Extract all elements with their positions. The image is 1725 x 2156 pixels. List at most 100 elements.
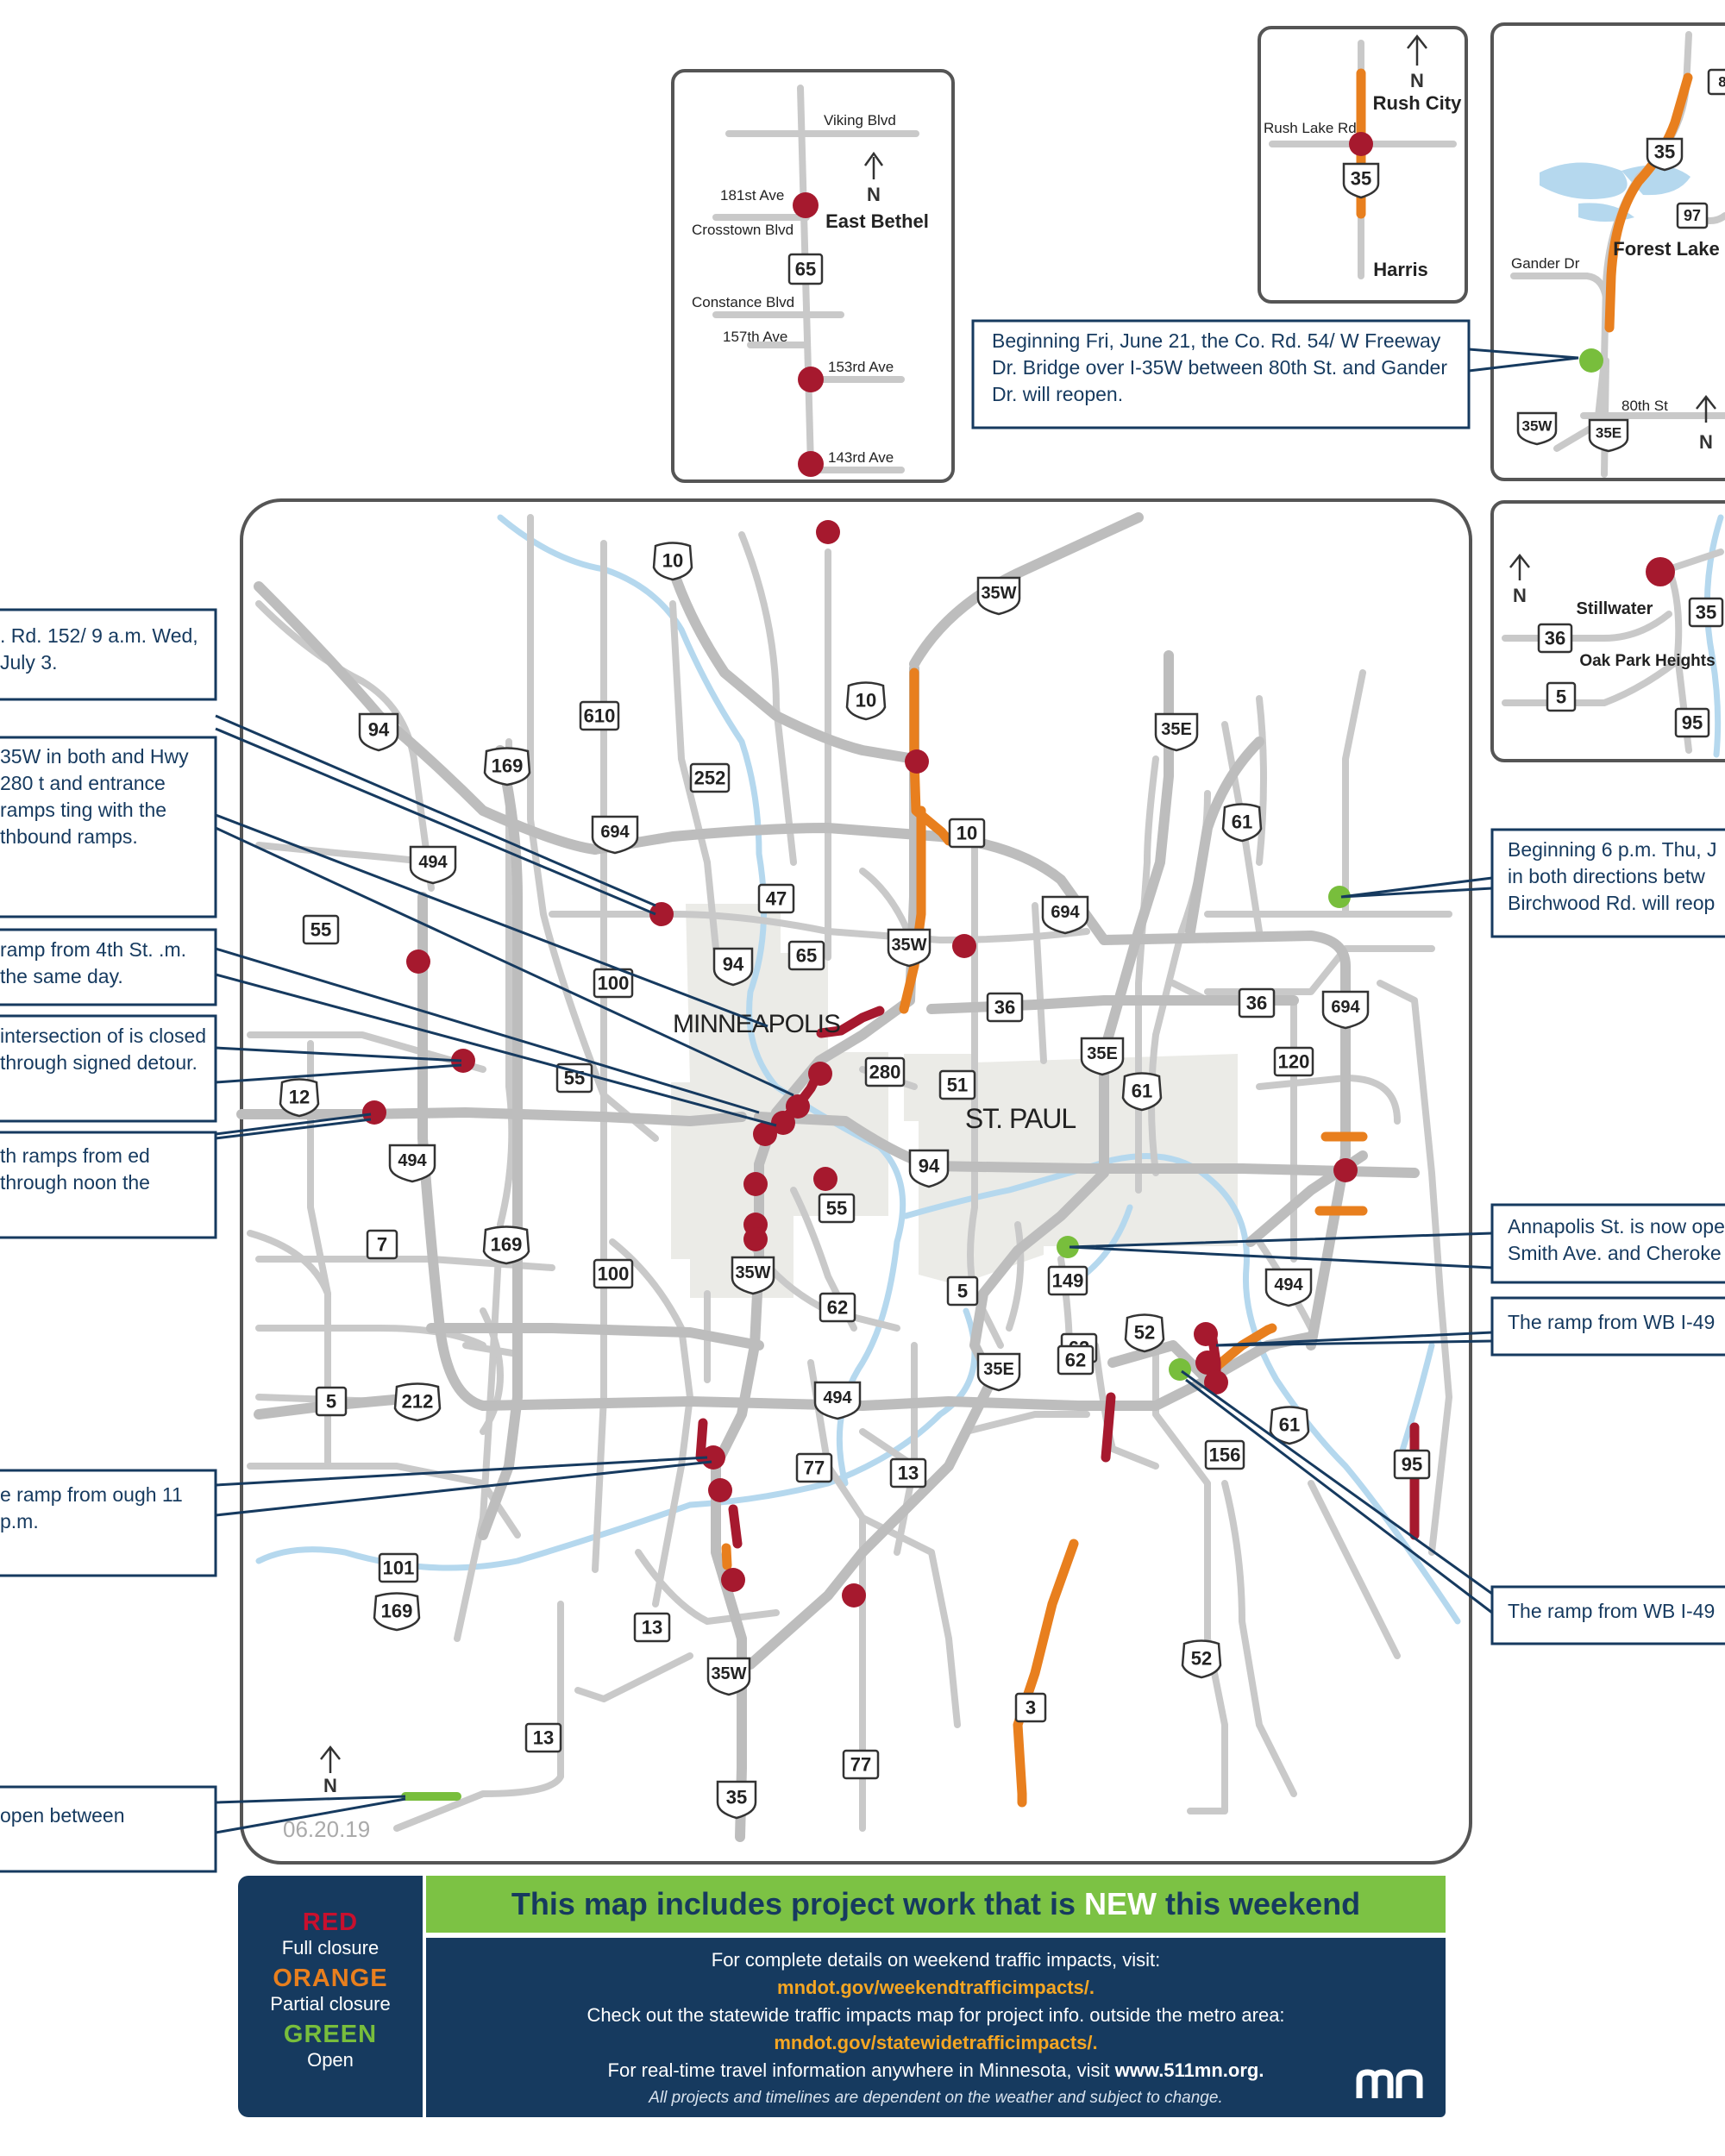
svg-text:77: 77	[804, 1457, 825, 1479]
svg-text:52: 52	[1134, 1322, 1155, 1344]
closure-i35w-bloomington	[728, 1504, 743, 1549]
closure-dot	[798, 451, 824, 477]
callout-left-1: . Rd. 152/ 9 a.m. Wed, July 3.	[0, 624, 198, 674]
svg-text:36: 36	[994, 997, 1015, 1018]
svg-text:35: 35	[726, 1787, 747, 1808]
info-line-3: For real-time travel information anywher…	[607, 2059, 1110, 2081]
shield-i35e: 35E	[1588, 418, 1629, 453]
svg-text:169: 169	[492, 755, 524, 777]
shield-hwy-36: 36	[1537, 623, 1573, 654]
svg-text:35W: 35W	[981, 584, 1016, 603]
info-note: All projects and timelines are dependent…	[649, 2089, 1223, 2107]
svg-text:65: 65	[796, 945, 817, 967]
svg-text:100: 100	[598, 973, 630, 994]
svg-text:N: N	[867, 184, 881, 205]
svg-text:51: 51	[947, 1075, 968, 1096]
shield-i35: 35	[1646, 137, 1684, 172]
north-arrow-icon: N	[1509, 553, 1530, 606]
svg-text:120: 120	[1278, 1051, 1310, 1073]
closure-dot	[798, 367, 824, 392]
road-crosstown-blvd: Crosstown Blvd	[692, 222, 794, 238]
shield-hwy-35: 35	[1688, 597, 1724, 628]
svg-text:94: 94	[368, 719, 390, 741]
svg-text:5: 5	[1556, 686, 1566, 708]
open-dot	[1579, 348, 1603, 373]
inset-rush-city: Rush Lake Rd Rush City Harris 35 N	[1258, 26, 1468, 304]
svg-text:13: 13	[642, 1617, 662, 1639]
svg-text:47: 47	[766, 888, 787, 910]
place-harris: Harris	[1373, 259, 1428, 280]
svg-text:35W: 35W	[891, 936, 926, 955]
svg-text:494: 494	[1274, 1275, 1303, 1294]
callout-left-4: intersection of is closed through signed…	[0, 1025, 207, 1074]
road-gander-dr: Gander Dr	[1511, 255, 1580, 272]
interstate-shields: 35W 35W 35W 35W 35E 35E 35E 35 94 94 94 …	[358, 576, 1370, 1820]
closure-dot	[793, 192, 819, 218]
legend: RED Full closure ORANGE Partial closure …	[238, 1876, 423, 2117]
svg-text:694: 694	[1051, 903, 1080, 922]
svg-text:252: 252	[694, 768, 726, 789]
svg-text:12: 12	[289, 1087, 310, 1108]
i-94-east	[754, 1112, 1420, 1178]
road-153rd-ave: 153rd Ave	[828, 359, 894, 375]
i-35e	[745, 650, 1174, 1670]
i-94-west	[254, 581, 600, 855]
callout-left-3: ramp from 4th St. .m. the same day.	[0, 938, 186, 987]
svg-text:36: 36	[1246, 993, 1267, 1014]
statewide-impacts-link[interactable]: mndot.gov/statewidetrafficimpacts/.	[774, 2032, 1098, 2053]
weekend-impacts-link[interactable]: mndot.gov/weekendtrafficimpacts/.	[777, 1977, 1095, 1998]
legend-green: GREEN	[283, 2021, 378, 2048]
callout-left-5: th ramps from ed through noon the	[0, 1144, 150, 1194]
svg-text:101: 101	[383, 1557, 415, 1579]
svg-text:61: 61	[1132, 1081, 1152, 1102]
place-stillwater: Stillwater	[1577, 599, 1653, 618]
north-arrow-icon: N	[1696, 394, 1716, 453]
north-arrow-icon: N	[1407, 34, 1427, 91]
shield-hwy-5: 5	[1546, 681, 1577, 712]
inset-stillwater: Stillwater Oak Park Heights 36 5 35 95 N	[1490, 500, 1725, 762]
banner-highlight: NEW	[1084, 1886, 1157, 1921]
svg-text:N: N	[1513, 585, 1527, 606]
svg-text:62: 62	[827, 1297, 848, 1319]
svg-text:494: 494	[398, 1151, 427, 1170]
svg-text:35E: 35E	[1087, 1044, 1118, 1063]
svg-text:35E: 35E	[1161, 720, 1192, 739]
svg-text:95: 95	[1682, 712, 1703, 734]
open-dot	[1328, 886, 1351, 908]
svg-text:N: N	[1410, 70, 1424, 91]
open-dot	[1169, 1358, 1191, 1381]
svg-text:35: 35	[1696, 602, 1716, 624]
svg-text:62: 62	[1065, 1350, 1086, 1371]
svg-text:35: 35	[1351, 168, 1371, 190]
svg-text:694: 694	[600, 823, 630, 842]
closure-dot	[1646, 557, 1675, 586]
511mn-link[interactable]: www.511mn.org.	[1114, 2059, 1264, 2081]
svg-text:55: 55	[826, 1198, 847, 1219]
partial-closure-ramp	[721, 1543, 732, 1570]
svg-text:35W: 35W	[711, 1664, 746, 1683]
svg-text:13: 13	[533, 1727, 554, 1749]
i-394	[236, 1107, 747, 1126]
city-minneapolis: MINNEAPOLIS	[673, 1010, 840, 1038]
road-rush-lake-rd: Rush Lake Rd	[1264, 120, 1357, 136]
legend-green-sub: Open	[307, 2049, 354, 2071]
inset-forest-lake: Gander Dr 80th St Forest Lake 35 97 35W …	[1490, 22, 1725, 481]
svg-text:35E: 35E	[1596, 425, 1622, 442]
callout-forest-lake-text: Beginning Fri, June 21, the Co. Rd. 54/ …	[992, 329, 1448, 405]
road-80th-st: 80th St	[1622, 398, 1668, 414]
svg-text:694: 694	[1331, 998, 1360, 1017]
svg-text:94: 94	[723, 954, 744, 975]
closure-i35w-mpls	[816, 1006, 885, 1038]
place-east-bethel: East Bethel	[825, 210, 929, 232]
svg-text:7: 7	[377, 1234, 387, 1256]
place-forest-lake: Forest Lake	[1613, 238, 1720, 260]
closure-i35e-mendota	[1101, 1392, 1116, 1463]
info-line-2: Check out the statewide traffic impacts …	[586, 2004, 1285, 2026]
svg-text:5: 5	[957, 1281, 968, 1302]
svg-text:10: 10	[957, 823, 977, 844]
callout-right-2: Annapolis St. is now ope Smith Ave. and …	[1508, 1215, 1725, 1264]
callout-right-4: The ramp from WB I-49	[1508, 1600, 1716, 1622]
legend-orange: ORANGE	[273, 1965, 388, 1992]
callout-left-2: 35W in both and Hwy 280 t and entrance r…	[0, 745, 189, 848]
